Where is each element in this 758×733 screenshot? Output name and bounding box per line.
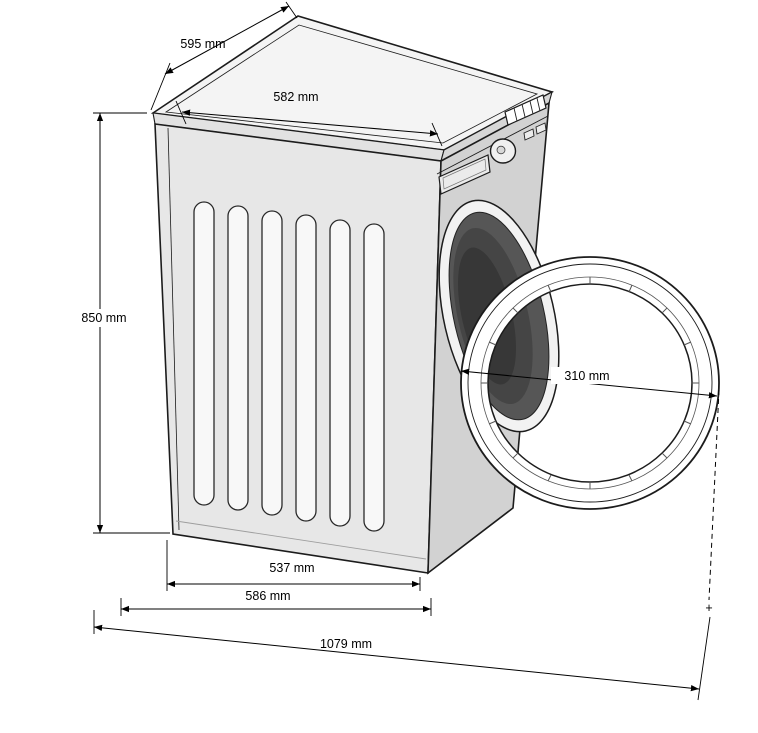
- dimension-door: 310 mm: [460, 367, 718, 399]
- dim-label-top-side: 595 mm: [180, 37, 225, 51]
- detergent-drawer: [438, 154, 491, 195]
- door-rim-ticks: [481, 277, 699, 489]
- washing-machine: [150, 15, 720, 575]
- dimension-height: 850 mm: [72, 112, 170, 534]
- control-panel: [489, 94, 547, 164]
- dimension-top-side: 595 mm: [150, 1, 298, 111]
- side-base-line: [175, 520, 427, 560]
- dim-label-door: 310 mm: [564, 369, 609, 383]
- dim-label-height: 850 mm: [81, 311, 126, 325]
- dim-label-base-total: 586 mm: [245, 589, 290, 603]
- program-knob-center: [496, 145, 506, 155]
- button-1: [523, 128, 535, 141]
- side-corner-line: [167, 127, 180, 531]
- dimension-top-front: 582 mm: [175, 90, 443, 147]
- display: [504, 94, 547, 126]
- dim-label-base-front: 537 mm: [269, 561, 314, 575]
- dimension-annotations: 595 mm 582 mm 850 mm 310 mm: [72, 1, 720, 701]
- dimension-depth-open: + 1079 mm: [93, 389, 720, 701]
- dimension-base-front: 537 mm: [166, 540, 421, 591]
- plus-marker: +: [705, 601, 712, 615]
- dim-label-top-front: 582 mm: [273, 90, 318, 104]
- dim-label-depth-open: 1079 mm: [320, 637, 372, 651]
- display-segments: [513, 97, 541, 122]
- button-2: [535, 122, 547, 135]
- side-panel-ribs: [193, 201, 385, 532]
- dimension-base-total: 586 mm: [120, 589, 432, 616]
